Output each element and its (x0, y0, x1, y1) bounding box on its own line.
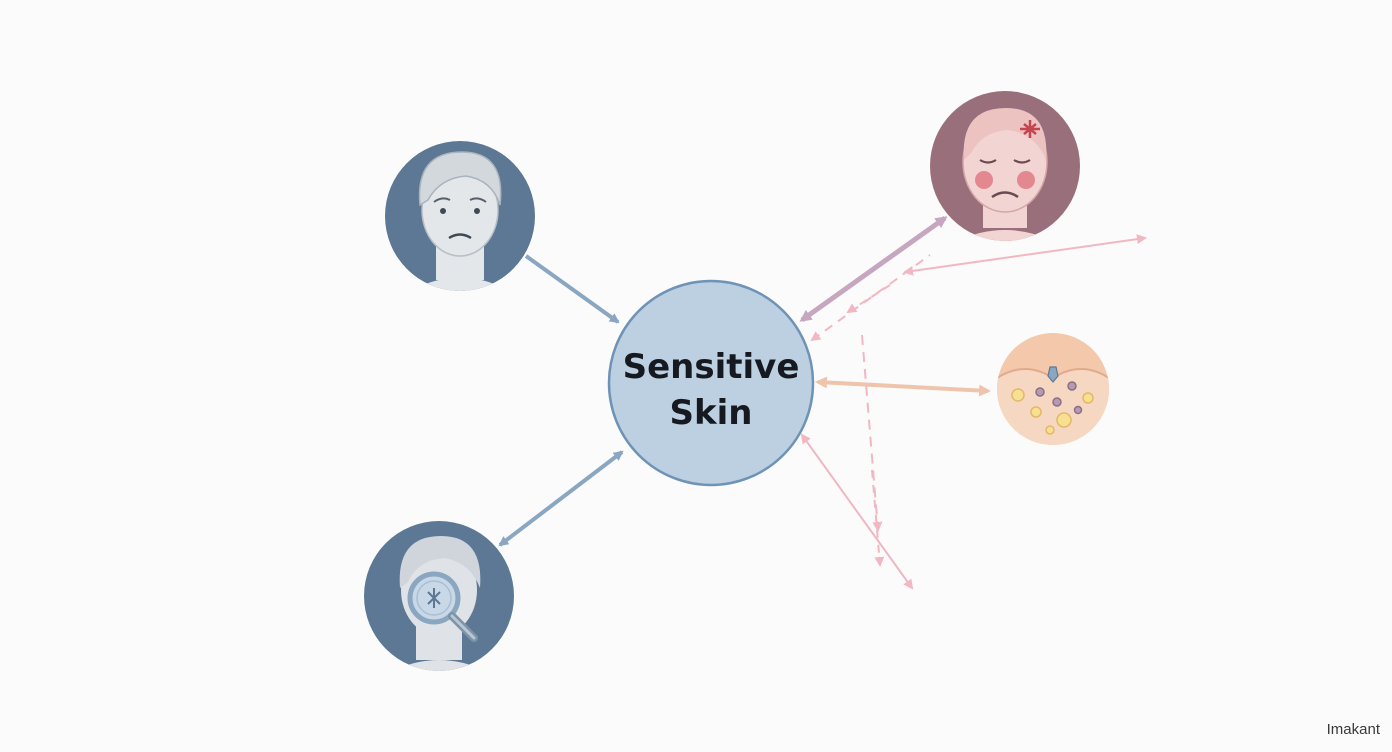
arrow-worried-to-center (524, 254, 620, 324)
watermark-text: Imakant (1326, 721, 1380, 738)
center-label-line2: Skin (670, 393, 753, 433)
irritated-face-icon (930, 91, 1080, 241)
magnifier-face-icon (364, 521, 514, 671)
center-node: Sensitive Skin (607, 279, 815, 487)
center-label-line1: Sensitive (623, 347, 800, 387)
dashed-line-vertical (861, 334, 883, 532)
worried-face-icon (385, 141, 535, 291)
dashed-line-upper-short (810, 254, 931, 342)
dashed-line-vertical-2 (871, 469, 885, 567)
connectors (498, 215, 1147, 590)
dashed-line-upper-long (903, 234, 1147, 276)
dashed-line-lower-diagonal (800, 433, 914, 590)
skin-cells-icon (997, 333, 1109, 445)
arrow-center-magnifier (498, 450, 624, 547)
arrow-center-skincells (815, 376, 991, 397)
